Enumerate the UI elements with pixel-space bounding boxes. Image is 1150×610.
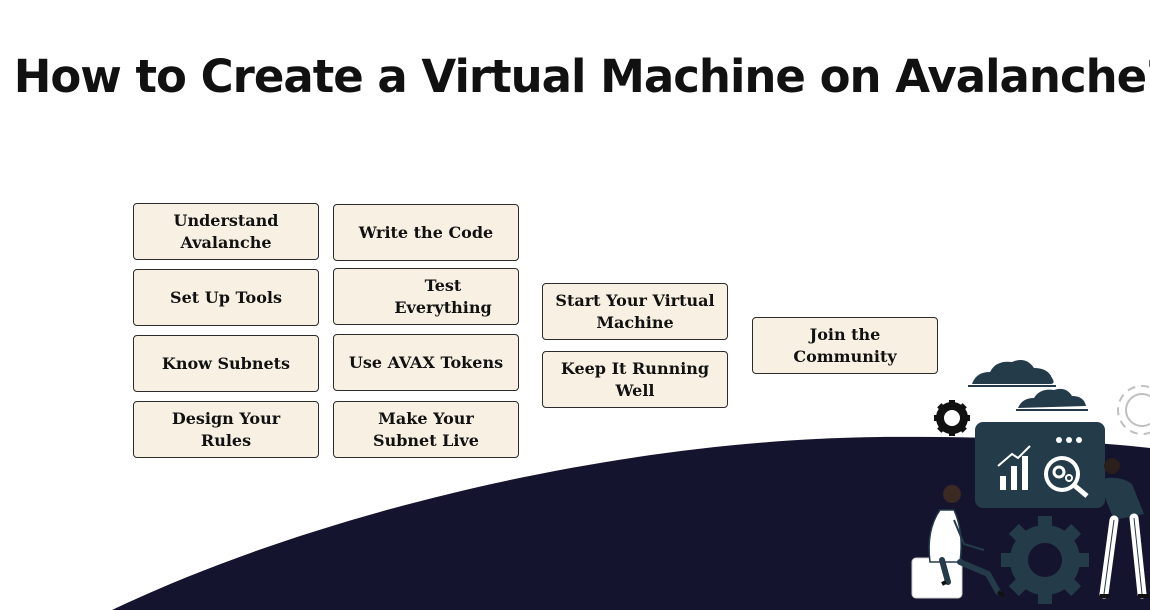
step-start-virtual-machine: Start Your Virtual Machine [542,283,728,340]
step-test-everything: Test Everything [333,268,519,325]
step-join-community: Join the Community [752,317,938,374]
step-write-code: Write the Code [333,204,519,261]
step-know-subnets: Know Subnets [133,335,319,392]
step-use-avax-tokens: Use AVAX Tokens [333,334,519,391]
dashboard-icon [975,422,1105,508]
person-icon [911,485,1006,599]
bar-chart-icon [997,445,1031,490]
person-icon [1083,458,1150,599]
page-title: How to Create a Virtual Machine on Avala… [13,50,1150,103]
cloud-icon [968,360,1056,387]
gear-icon [1117,385,1150,435]
cloud-icon [1016,388,1088,411]
step-set-up-tools: Set Up Tools [133,269,319,326]
gear-icon [934,400,970,436]
gear-icon [1001,516,1089,604]
step-design-rules: Design Your Rules [133,401,319,458]
step-keep-running: Keep It Running Well [542,351,728,408]
step-make-subnet-live: Make Your Subnet Live [333,401,519,458]
step-understand-avalanche: Understand Avalanche [133,203,319,260]
